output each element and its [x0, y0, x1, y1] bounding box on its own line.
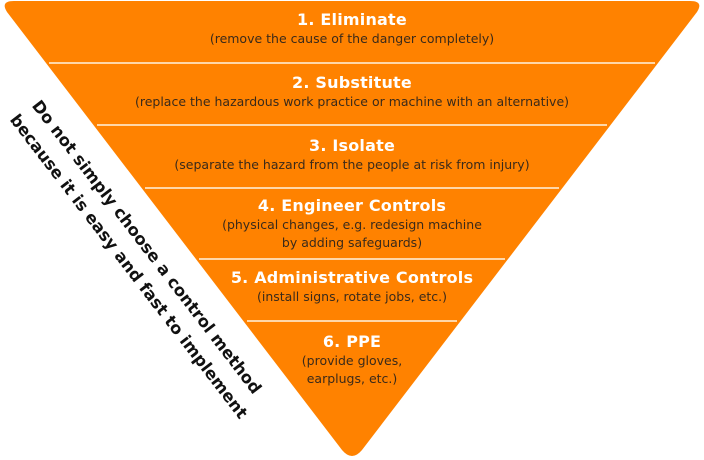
- tier-eliminate: 1. Eliminate (remove the cause of the da…: [0, 10, 704, 48]
- tier-description: (separate the hazard from the people at …: [174, 157, 530, 172]
- tier-substitute: 2. Substitute (replace the hazardous wor…: [0, 73, 704, 111]
- tier-title: 2. Substitute: [292, 73, 412, 92]
- tier-description: by adding safeguards): [281, 235, 423, 250]
- tier-dividers: [49, 62, 655, 322]
- tier-description: (install signs, rotate jobs, etc.): [256, 289, 448, 304]
- tier-isolate: 3. Isolate (separate the hazard from the…: [0, 136, 704, 174]
- tier-title: 1. Eliminate: [297, 10, 407, 29]
- tier-description: (provide gloves,: [301, 353, 403, 368]
- tier-title: 5. Administrative Controls: [230, 268, 474, 287]
- tier-description: (replace the hazardous work practice or …: [134, 94, 570, 109]
- tier-description: earplugs, etc.): [306, 371, 398, 386]
- tier-ppe: 6. PPE (provide gloves, earplugs, etc.): [0, 332, 704, 388]
- tier-title: 3. Isolate: [308, 136, 396, 155]
- tier-administrative-controls: 5. Administrative Controls (install sign…: [0, 268, 704, 306]
- tier-engineer-controls: 4. Engineer Controls (physical changes, …: [0, 196, 704, 252]
- tier-description: (remove the cause of the danger complete…: [209, 31, 495, 46]
- tier-title: 4. Engineer Controls: [257, 196, 447, 215]
- tier-title: 6. PPE: [322, 332, 382, 351]
- tier-description: (physical changes, e.g. redesign machine: [222, 217, 482, 232]
- pyramid-fill: [4, 1, 700, 456]
